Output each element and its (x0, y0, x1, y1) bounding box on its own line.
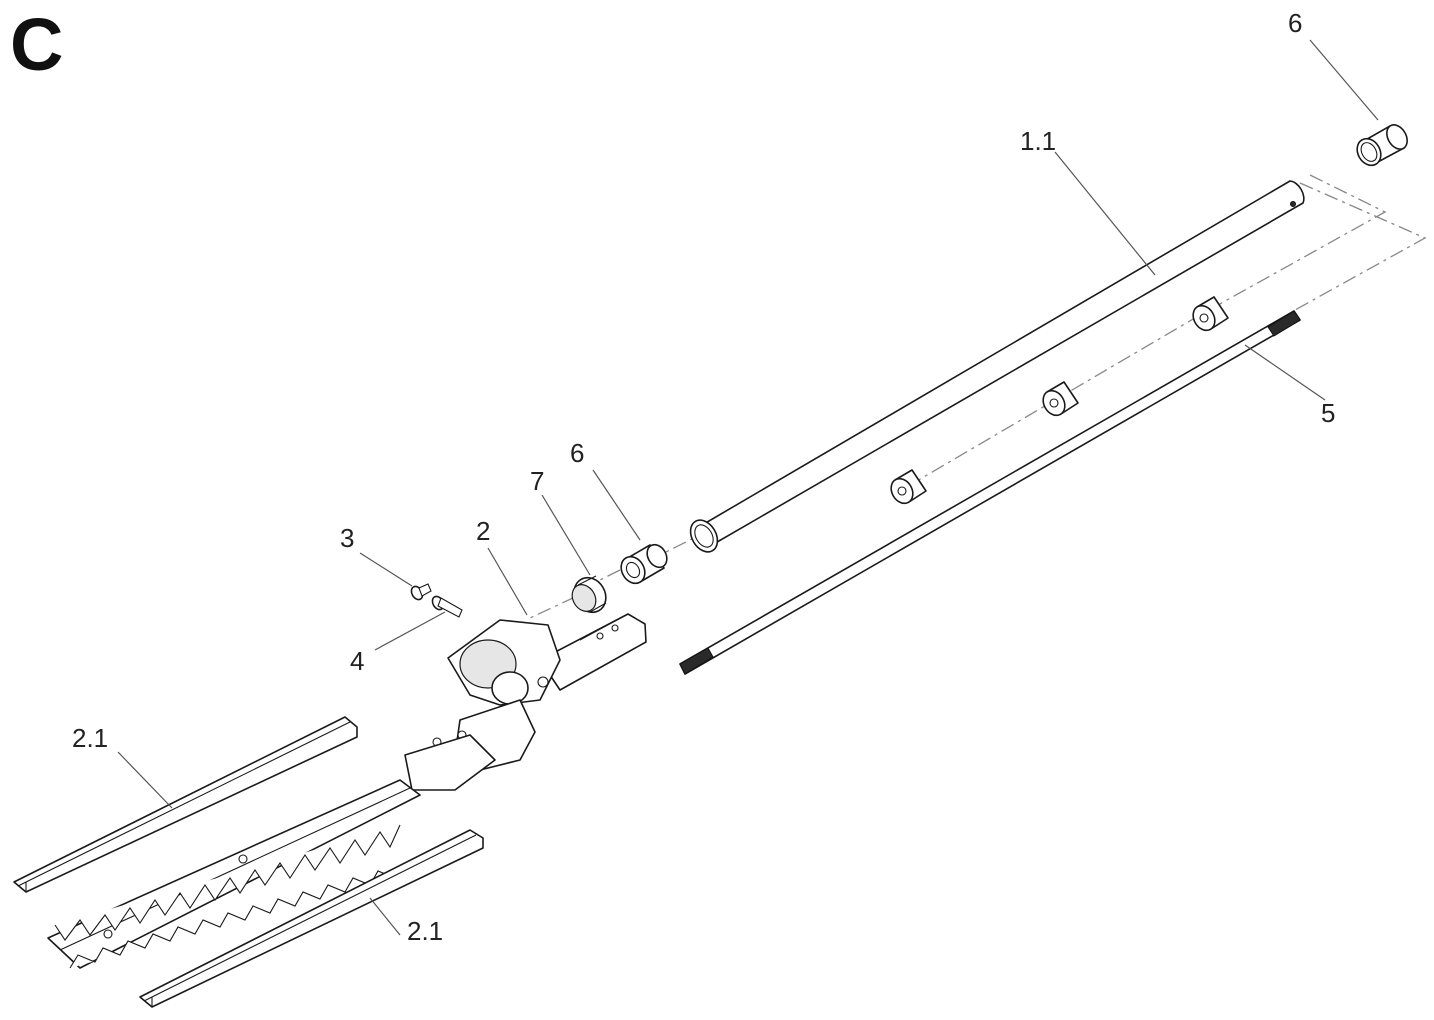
coupling-part (571, 575, 607, 614)
drive-shaft-part (679, 310, 1301, 675)
callout-guard-lower: 2.1 (407, 916, 443, 946)
section-letter: C (10, 3, 63, 86)
callout-cap-top: 6 (1288, 8, 1302, 38)
callout-cap-bottom: 6 (570, 438, 584, 468)
bushing-part-3 (890, 469, 927, 505)
callout-screw: 3 (340, 523, 354, 553)
cap-part-bottom (620, 543, 668, 585)
screw-part (410, 583, 432, 601)
callout-bolt: 4 (350, 646, 364, 676)
cap-part-top (1356, 124, 1408, 167)
callout-drive-shaft: 5 (1321, 398, 1335, 428)
callout-guard-upper: 2.1 (72, 723, 108, 753)
bushing-part-1 (1192, 296, 1229, 332)
blade-guard-upper (13, 716, 358, 893)
leader-lines (117, 39, 1379, 936)
callout-tube: 1.1 (1020, 126, 1056, 156)
callout-labels: 1.1 6 5 6 7 2 3 4 2.1 2.1 (72, 8, 1335, 946)
callout-coupling: 7 (530, 466, 544, 496)
bolt-part (431, 595, 463, 618)
bushing-part-2 (1042, 381, 1079, 417)
callout-gear-head: 2 (476, 516, 490, 546)
blade-guard-lower (139, 829, 484, 1008)
gear-head-part (404, 613, 647, 791)
cutter-blade-part (47, 779, 421, 969)
